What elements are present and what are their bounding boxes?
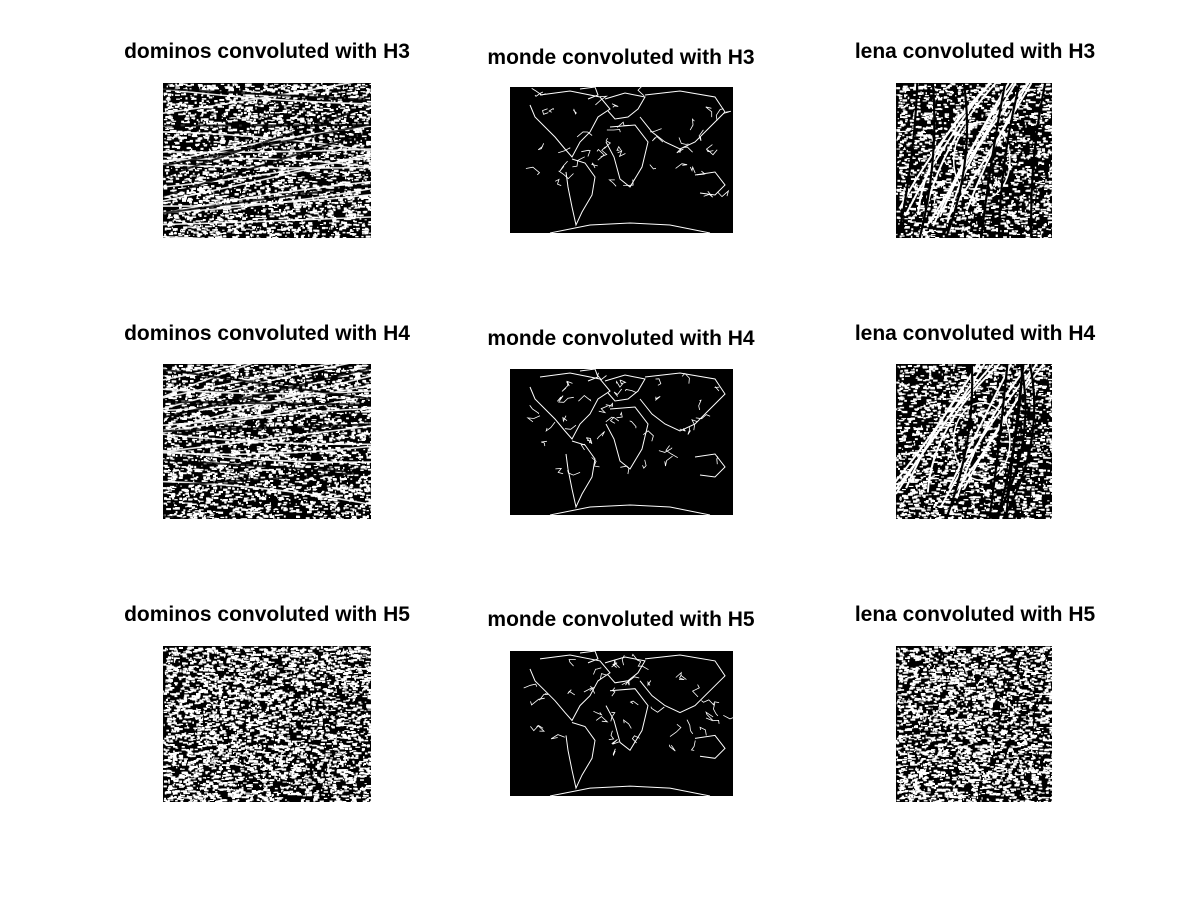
- lena-h3-texture: [896, 83, 1052, 238]
- monde-h4-texture: [510, 369, 733, 515]
- panel-title-monde-h4: monde convoluted with H4: [487, 327, 755, 350]
- dominos-h5-image: [163, 646, 371, 802]
- lena-h4-image: [896, 364, 1052, 519]
- dominos-h4-image: [163, 364, 371, 519]
- lena-h5-image: [896, 646, 1052, 802]
- lena-h3-image: [896, 83, 1052, 238]
- dominos-h4-texture: [163, 364, 371, 519]
- panel-title-lena-h5: lena convoluted with H5: [854, 603, 1096, 626]
- monde-h5-image: [510, 651, 733, 796]
- monde-h3-image: [510, 87, 733, 233]
- dominos-h3-texture: [163, 83, 371, 238]
- panel-title-lena-h4: lena convoluted with H4: [854, 322, 1096, 345]
- panel-title-monde-h5: monde convoluted with H5: [487, 608, 755, 631]
- lena-h4-texture: [896, 364, 1052, 519]
- panel-title-monde-h3: monde convoluted with H3: [487, 46, 755, 69]
- panel-title-lena-h3: lena convoluted with H3: [854, 40, 1096, 63]
- dominos-h5-texture: [163, 646, 371, 802]
- monde-h3-texture: [510, 87, 733, 233]
- monde-h5-texture: [510, 651, 733, 796]
- dominos-h3-image: [163, 83, 371, 238]
- monde-h4-image: [510, 369, 733, 515]
- lena-h5-texture: [896, 646, 1052, 802]
- panel-title-dominos-h5: dominos convoluted with H5: [124, 603, 410, 626]
- panel-title-dominos-h3: dominos convoluted with H3: [124, 40, 410, 63]
- panel-title-dominos-h4: dominos convoluted with H4: [124, 322, 410, 345]
